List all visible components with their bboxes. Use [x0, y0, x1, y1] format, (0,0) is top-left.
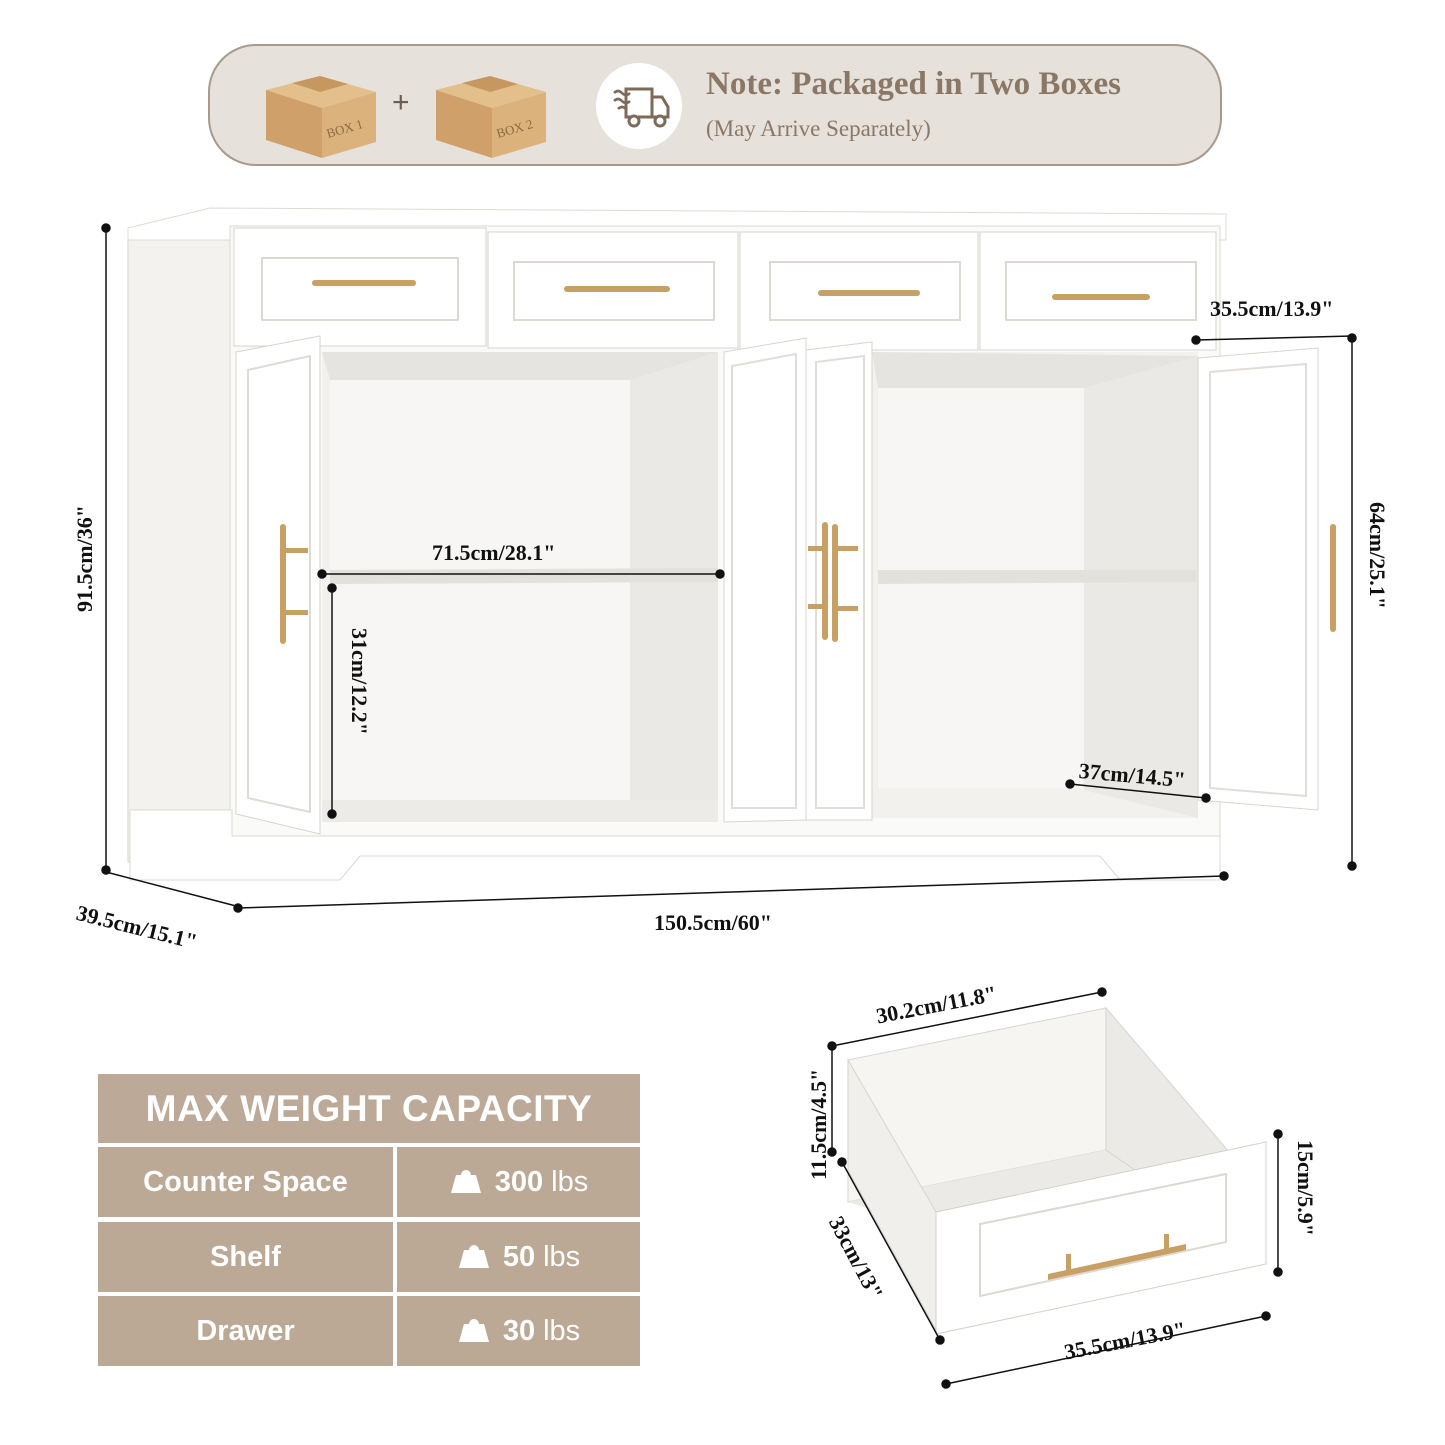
cabinet-side-panel [127, 207, 231, 881]
drawer-handle [818, 290, 920, 296]
row-label-drawer: Drawer [98, 1296, 393, 1366]
weight-icon [458, 1319, 489, 1342]
overall-height-label: 91.5cm/36" [72, 505, 97, 612]
plus-sign: + [392, 86, 410, 119]
drawer-handle [1052, 294, 1150, 300]
weight-table-header: MAX WEIGHT CAPACITY [98, 1074, 640, 1143]
overall-width-label: 150.5cm/60" [654, 910, 772, 935]
drawer-1 [233, 227, 487, 347]
drawer-front [935, 1141, 1267, 1335]
drawer-front-handle [1048, 1234, 1186, 1280]
delivery-truck-icon [613, 87, 670, 128]
weight-unit: lbs [543, 1314, 581, 1347]
door-handle [808, 522, 828, 640]
drawer-4 [979, 231, 1217, 351]
interior-width-label: 71.5cm/28.1" [432, 540, 556, 565]
drawer-width-top-label: 35.5cm/13.9" [1210, 296, 1334, 321]
shelf-height-label: 31cm/12.2" [347, 628, 372, 735]
right-door-inner [805, 341, 873, 821]
weight-icon [458, 1245, 489, 1268]
row-label-counter-space: Counter Space [98, 1147, 393, 1217]
counter-space-weight: 300 [494, 1165, 544, 1198]
right-door-outer [1197, 347, 1319, 811]
cabinet-height-label: 64cm/25.1" [1365, 502, 1390, 609]
sideboard-illustration [101, 207, 1357, 913]
drawer-illustration [827, 987, 1283, 1389]
left-door-inner [723, 337, 807, 823]
row-label-shelf: Shelf [98, 1222, 393, 1292]
box-1-icon: BOX 1 [266, 76, 376, 158]
note-title: Note: Packaged in Two Boxes [706, 66, 1121, 102]
drawer-front-height-label: 15cm/5.9" [1293, 1140, 1318, 1236]
weight-unit: lbs [543, 1240, 581, 1273]
left-shelf [330, 568, 718, 584]
weight-icon [450, 1170, 481, 1193]
right-shelf [878, 570, 1196, 584]
truck-icon-circle [596, 63, 682, 149]
note-subtitle: (May Arrive Separately) [706, 116, 931, 141]
drawer-inner-height-label: 11.5cm/4.5" [806, 1068, 831, 1180]
shelf-weight: 50 [502, 1240, 536, 1273]
box-2-icon: BOX 2 [436, 76, 546, 158]
note-banner [208, 44, 1222, 166]
door-handle [1330, 524, 1336, 632]
door-handle [280, 524, 308, 644]
weight-unit: lbs [551, 1165, 589, 1198]
left-door-outer [235, 335, 321, 835]
door-handle [832, 524, 858, 642]
drawer-handle [312, 280, 416, 286]
drawer-weight: 30 [502, 1314, 536, 1347]
drawer-handle [564, 286, 670, 292]
